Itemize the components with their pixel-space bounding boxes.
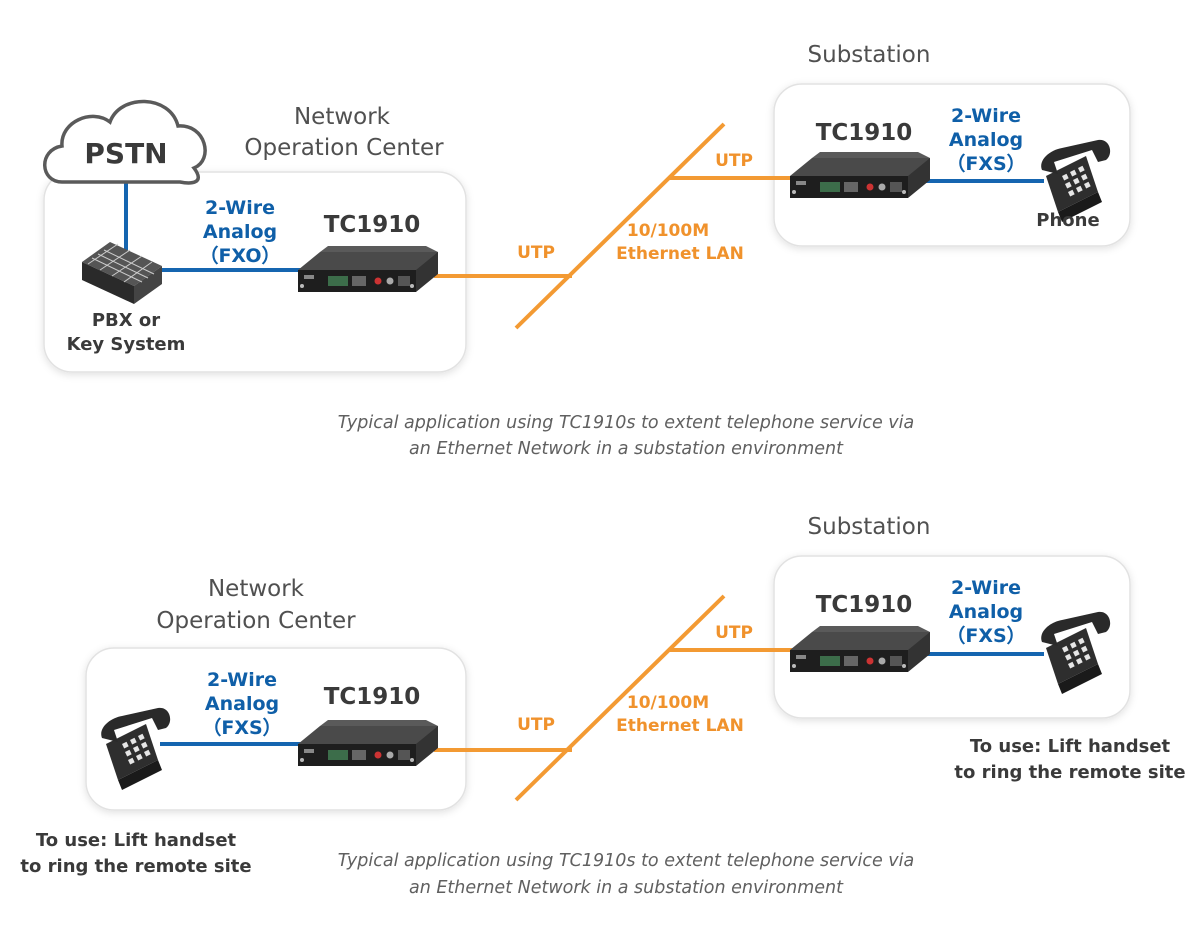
- lan-backbone-line: [514, 594, 726, 802]
- noc-wire-line2: Analog: [203, 221, 277, 243]
- sub-note-line2: to ring the remote site: [954, 762, 1185, 783]
- noc-note-line2: to ring the remote site: [20, 856, 251, 877]
- noc-title-line1: Network: [294, 104, 391, 130]
- noc-wire-line3: （FXS）: [202, 716, 281, 739]
- substation-title: Substation: [808, 514, 931, 540]
- device-icon: [298, 720, 438, 766]
- caption-line2: an Ethernet Network in a substation envi…: [409, 878, 844, 898]
- substation-panel: [773, 83, 1131, 247]
- noc-note-line1: To use: Lift handset: [36, 830, 237, 851]
- noc-wire-line2: Analog: [205, 693, 279, 715]
- caption-line1: Typical application using TC1910s to ext…: [338, 413, 915, 433]
- noc-wire-line1: 2-Wire: [205, 197, 275, 219]
- noc-utp-label: UTP: [517, 715, 555, 735]
- pbx-label-line2: Key System: [67, 334, 186, 355]
- noc-title-line1: Network: [208, 576, 305, 602]
- noc-panel: [85, 647, 467, 811]
- caption-line1: Typical application using TC1910s to ext…: [338, 851, 915, 871]
- sub-phone-label: Phone: [1036, 210, 1099, 231]
- lan-label-line2: Ethernet LAN: [616, 244, 744, 264]
- substation-title: Substation: [808, 42, 931, 68]
- caption-line2: an Ethernet Network in a substation envi…: [409, 439, 844, 459]
- noc-wire-line1: 2-Wire: [207, 669, 277, 691]
- device-icon: [790, 626, 930, 672]
- sub-utp-label: UTP: [715, 623, 753, 643]
- noc-wire-line3: （FXO）: [199, 244, 280, 267]
- cloud-icon: [43, 99, 207, 185]
- device-icon: [298, 246, 438, 292]
- substation-panel: [773, 555, 1131, 719]
- sub-wire-line2: Analog: [949, 601, 1023, 623]
- noc-device-label: TC1910: [324, 684, 421, 710]
- lan-label-line2: Ethernet LAN: [616, 716, 744, 736]
- pbx-icon: [82, 242, 162, 304]
- scenario-1: PSTN PBX or Key System Network Operation…: [43, 42, 1131, 459]
- noc-device-label: TC1910: [324, 212, 421, 238]
- sub-wire-line3: （FXS）: [946, 152, 1025, 175]
- sub-device-label: TC1910: [816, 592, 913, 618]
- noc-utp-label: UTP: [517, 243, 555, 263]
- sub-utp-label: UTP: [715, 151, 753, 171]
- lan-label-line1: 10/100M: [627, 693, 709, 713]
- pbx-label-line1: PBX or: [92, 310, 160, 331]
- cloud-label: PSTN: [84, 137, 167, 170]
- lan-label-line1: 10/100M: [627, 221, 709, 241]
- noc-title-line2: Operation Center: [156, 608, 356, 634]
- device-icon: [790, 152, 930, 198]
- sub-wire-line2: Analog: [949, 129, 1023, 151]
- sub-device-label: TC1910: [816, 120, 913, 146]
- sub-wire-line3: （FXS）: [946, 624, 1025, 647]
- sub-wire-line1: 2-Wire: [951, 105, 1021, 127]
- sub-wire-line1: 2-Wire: [951, 577, 1021, 599]
- scenario-2: Network Operation Center Substation 2-Wi…: [20, 514, 1185, 898]
- sub-note-line1: To use: Lift handset: [970, 736, 1171, 757]
- lan-backbone-line: [514, 122, 726, 330]
- noc-title-line2: Operation Center: [244, 135, 444, 161]
